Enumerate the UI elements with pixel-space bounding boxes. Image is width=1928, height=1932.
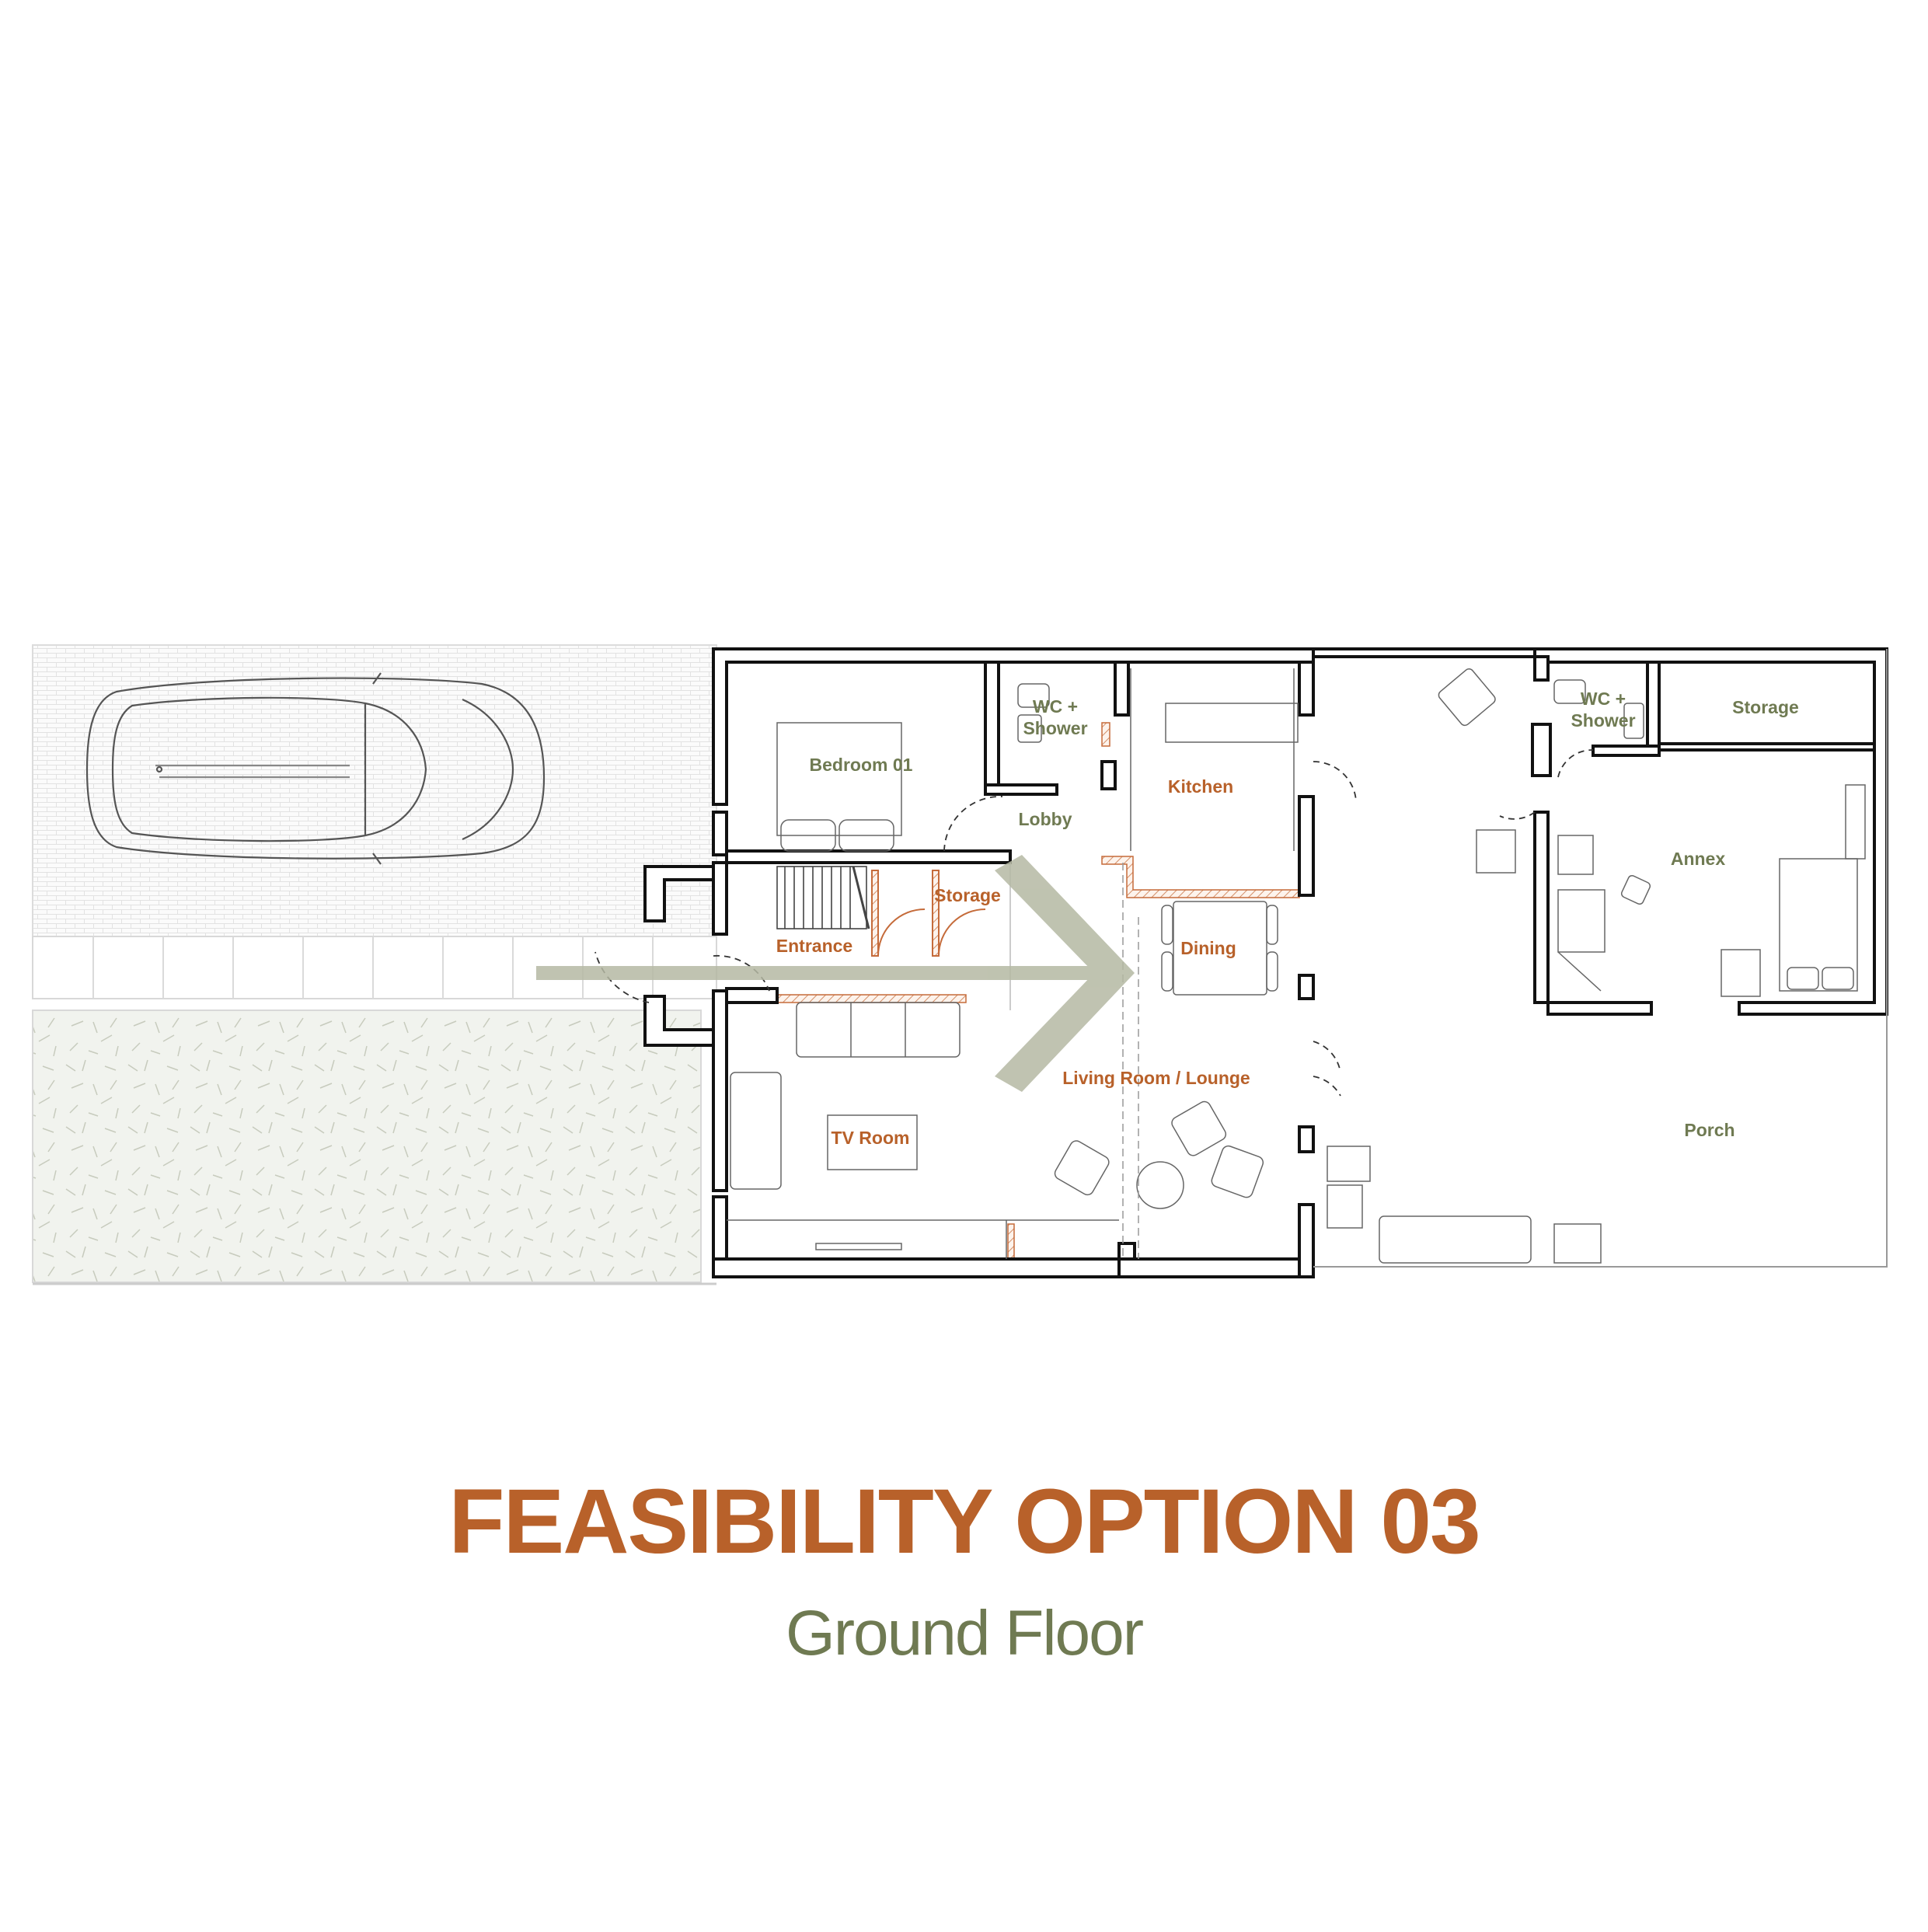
label-wc-right-1: WC + bbox=[1581, 689, 1626, 709]
porch-boundary bbox=[1313, 649, 1888, 1268]
flow-arrow-icon bbox=[536, 855, 1135, 1092]
door-swings bbox=[594, 749, 1594, 1097]
label-wc-left-1: WC + bbox=[1033, 696, 1078, 717]
label-storage-annex: Storage bbox=[1732, 697, 1799, 717]
staircase bbox=[776, 866, 870, 929]
car-icon bbox=[85, 672, 546, 865]
page-title: FEASIBILITY OPTION 03 bbox=[448, 1470, 1480, 1573]
new-wall-hatch-2 bbox=[1101, 856, 1300, 898]
new-wall-hatch-1 bbox=[1101, 722, 1110, 747]
driveway-paving bbox=[32, 644, 717, 964]
house-walls bbox=[643, 647, 1888, 1278]
page-subtitle: Ground Floor bbox=[785, 1598, 1144, 1669]
garden-area bbox=[32, 1010, 702, 1283]
label-lobby: Lobby bbox=[1019, 809, 1072, 829]
label-annex: Annex bbox=[1671, 849, 1726, 869]
label-bedroom: Bedroom 01 bbox=[810, 755, 913, 775]
label-wc-right-2: Shower bbox=[1571, 710, 1635, 731]
label-wc-left-2: Shower bbox=[1023, 718, 1087, 738]
label-tv-room: TV Room bbox=[832, 1128, 910, 1148]
label-living: Living Room / Lounge bbox=[1062, 1068, 1250, 1088]
label-kitchen: Kitchen bbox=[1168, 776, 1233, 797]
label-storage-small: Storage bbox=[934, 885, 1001, 905]
furniture bbox=[727, 668, 1866, 1264]
label-entrance: Entrance bbox=[776, 936, 852, 956]
new-wall-hatch-4 bbox=[1007, 1223, 1015, 1260]
zone-line bbox=[1122, 863, 1139, 1259]
storage-doors bbox=[871, 870, 986, 957]
label-porch: Porch bbox=[1684, 1120, 1735, 1140]
label-dining: Dining bbox=[1180, 938, 1236, 958]
